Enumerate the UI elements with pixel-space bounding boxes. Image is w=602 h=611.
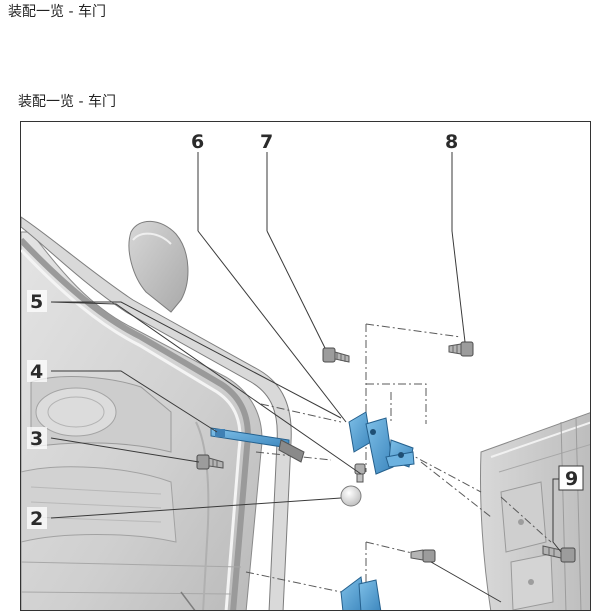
leader-7 (266, 230, 326, 349)
upper-door-hinge (348, 411, 415, 475)
callout-2: 2 (30, 508, 43, 530)
leader-6 (197, 230, 347, 423)
leader-5b (50, 301, 362, 475)
leader-2 (50, 497, 342, 519)
leader-5 (51, 301, 342, 419)
page-header-title: 装配一览 - 车门 (8, 4, 106, 20)
bolt-lower (410, 549, 436, 563)
callout-6: 6 (191, 131, 204, 153)
figure-caption: 装配一览 - 车门 (18, 94, 116, 110)
callout-labels: 2 3 4 5 6 7 8 9 (27, 131, 584, 530)
assembly-diagram-frame: 2 3 4 5 6 7 8 9 (20, 121, 591, 611)
bolt-8 (448, 341, 474, 357)
lower-door-hinge (340, 576, 382, 610)
leader-lines (50, 230, 562, 603)
bolt-9 (542, 545, 576, 563)
bolt-7 (322, 347, 350, 363)
callout-4: 4 (30, 361, 43, 383)
leader-3 (50, 437, 200, 463)
callout-3: 3 (30, 428, 43, 450)
leader-8 (451, 230, 466, 343)
callout-5: 5 (30, 291, 43, 313)
cover-cap (340, 485, 362, 507)
car-body-pillar (479, 412, 590, 610)
callout-8: 8 (445, 131, 458, 153)
callout-9: 9 (565, 468, 578, 490)
leader-4 (51, 370, 218, 433)
door-assembly-diagram: 2 3 4 5 6 7 8 9 (21, 131, 590, 610)
side-mirror (128, 220, 189, 313)
leader-9 (552, 478, 562, 553)
callout-7: 7 (260, 131, 273, 153)
leader-lower (430, 561, 502, 603)
door-check-strap (210, 427, 305, 463)
